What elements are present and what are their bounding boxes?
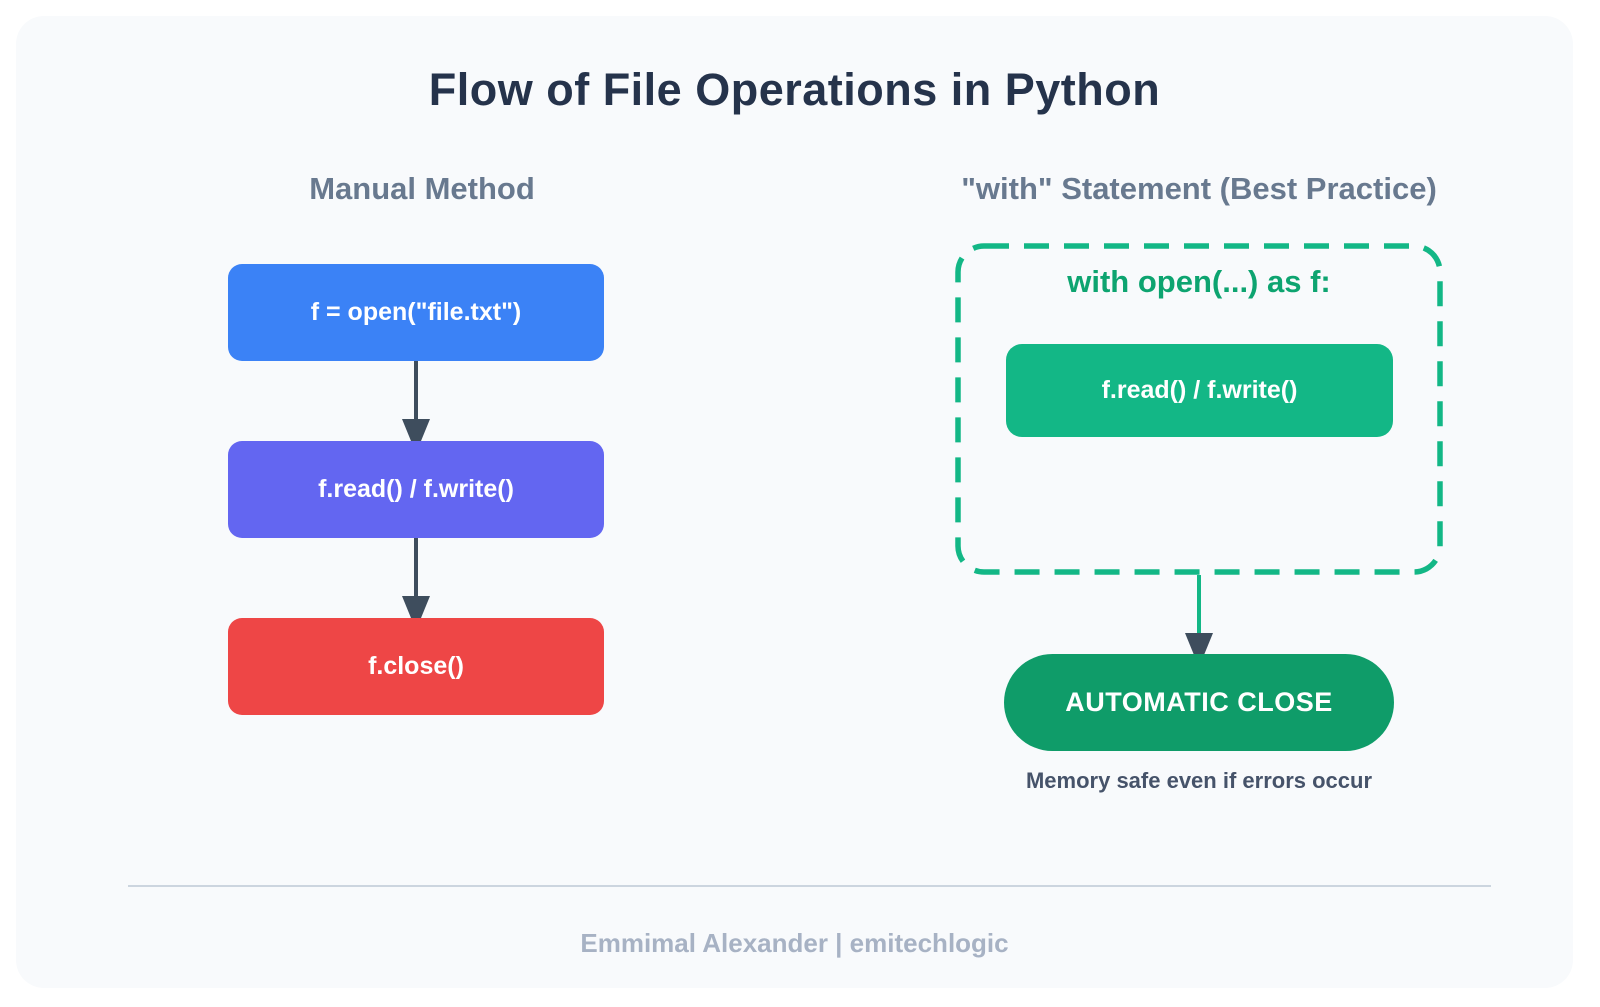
flow-node-close-label: f.close() [368, 652, 464, 680]
content-card: Flow of File Operations in Python Manual… [16, 16, 1573, 988]
flow-node-automatic-close: AUTOMATIC CLOSE [1004, 654, 1394, 751]
arrow-down-icon [394, 361, 438, 441]
flow-node-with-read-write: f.read() / f.write() [1006, 344, 1393, 437]
flow-node-open: f = open("file.txt") [228, 264, 604, 361]
with-block-label: with open(...) as f: [1067, 264, 1331, 299]
page-title: Flow of File Operations in Python [428, 64, 1161, 115]
flow-node-with-read-write-label: f.read() / f.write() [1101, 376, 1298, 404]
manual-method-heading: Manual Method [309, 171, 535, 206]
arrow-down-icon [1177, 575, 1221, 655]
flow-node-open-label: f = open("file.txt") [310, 298, 522, 326]
with-statement-heading: "with" Statement (Best Practice) [961, 171, 1437, 206]
memory-safe-note: Memory safe even if errors occur [1025, 768, 1373, 793]
flow-node-close: f.close() [228, 618, 604, 715]
flow-node-read-write: f.read() / f.write() [228, 441, 604, 538]
footer-divider [128, 885, 1491, 887]
footer-credit: Emmimal Alexander | emitechlogic [580, 928, 1009, 958]
automatic-close-label: AUTOMATIC CLOSE [1065, 687, 1333, 717]
flow-node-read-write-label: f.read() / f.write() [318, 475, 514, 503]
arrow-down-icon [394, 538, 438, 618]
with-block-dashed-border [955, 243, 1443, 575]
